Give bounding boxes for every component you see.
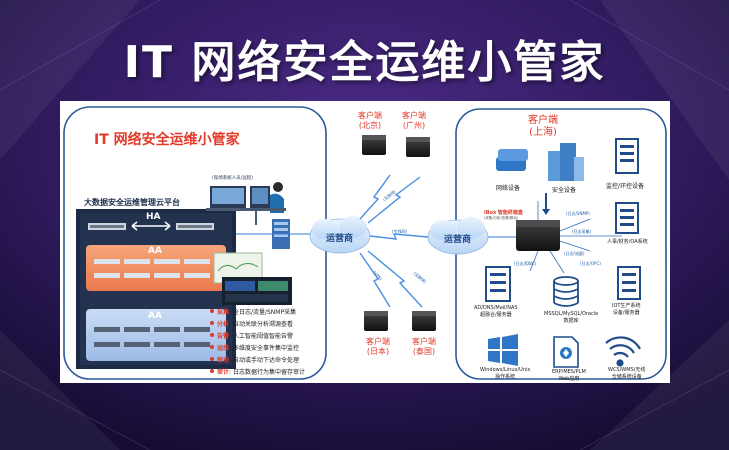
hr-system-icon — [615, 202, 639, 234]
iot-device-icon — [617, 266, 641, 300]
conn-label-3: (日志/流量) — [564, 251, 585, 256]
ibox-connectors — [529, 201, 622, 274]
network-device-icon — [496, 149, 528, 171]
wireless-icon — [605, 336, 641, 367]
monitor-device-icon — [615, 138, 639, 174]
client-box-beijing — [362, 135, 386, 155]
operator-desk-icon — [206, 182, 286, 225]
ha-servers — [88, 221, 214, 231]
operator-note: (现场系统人员/远程) — [212, 176, 254, 181]
ha-label: HA — [146, 212, 161, 222]
client-box-thailand — [412, 311, 436, 331]
diagram-canvas — [63, 106, 667, 380]
device-label-wcs: WCS/WMS/无线仓储系统设备 — [608, 367, 646, 380]
database-icon — [553, 276, 579, 307]
client-label-beijing: 客户端(北京) — [358, 111, 382, 130]
security-device-icon — [548, 143, 584, 181]
aa-cluster-1 — [86, 245, 226, 291]
slide-title: IT 网络安全运维小管家 — [123, 37, 606, 88]
ibox-device — [516, 220, 560, 251]
feature-6: 审计: 日志数据行为集中留存审计 — [217, 369, 305, 376]
feature-3: 告警: 人工智能阈值智能告警 — [217, 333, 293, 340]
device-label-hr: 人事/财务/OA系统 — [607, 239, 648, 245]
aa-cluster-2 — [86, 309, 226, 361]
conn-label-1: (日志/SNMP) — [566, 211, 590, 216]
client-box-guangzhou — [406, 137, 430, 157]
ibox-sublabel: (采集/分析/告警/联动) — [484, 216, 519, 220]
erp-web-icon — [553, 336, 579, 368]
feature-5: 联动: 自动或手动下达命令处理 — [217, 357, 299, 364]
feature-check-icons — [210, 309, 214, 373]
device-label-security: 安全设备 — [552, 187, 577, 194]
carrier-cloud-right — [427, 217, 489, 255]
conn-label-4: (日志/JDBC) — [514, 261, 537, 266]
conn-label-5: (日志/OPC) — [580, 261, 601, 266]
ibox-label: iBox 智能终端盒 — [484, 210, 523, 216]
feature-2: 分析: 自动关联分析溯源查看 — [217, 321, 293, 328]
client-label-japan: 客户端(日本) — [366, 337, 390, 356]
device-label-network: 网络设备 — [496, 185, 521, 192]
aa-label-2: AA — [148, 311, 162, 321]
left-group-title: IT 网络安全运维小管家 — [94, 132, 240, 148]
device-label-monitor: 监控/环控设备 — [606, 183, 645, 190]
link-label-2: (专线网) — [392, 229, 408, 234]
carrier-label-left: 运营商 — [326, 234, 354, 244]
client-label-thailand: 客户端(泰国) — [412, 337, 436, 356]
client-label-guangzhou: 客户端(广州) — [402, 111, 426, 130]
conn-label-2: (日志采集) — [572, 229, 592, 234]
right-group-title: 客户端(上海) — [528, 115, 558, 138]
feature-4: 运维: 多维度安全事件集中监控 — [217, 345, 299, 352]
aa-label-1: AA — [148, 246, 162, 256]
feature-1: 采集: 全日志/流量/SNMP采集 — [217, 309, 297, 316]
diagram-panel: IT 网络安全运维小管家 (现场系统人员/远程) 大数据安全运维管理云平台 HA… — [60, 101, 670, 383]
ad-server-icon — [485, 266, 511, 302]
carrier-label-right: 运营商 — [444, 235, 472, 245]
platform-title: 大数据安全运维管理云平台 — [84, 198, 180, 207]
windows-os-icon — [488, 334, 518, 366]
dashboard-screens-icon — [213, 252, 292, 305]
device-label-iot: IOT生产系统设备/服务器 — [612, 303, 641, 316]
link-bolts — [359, 174, 429, 308]
carrier-cloud-left — [309, 216, 371, 254]
client-box-japan — [364, 311, 388, 331]
